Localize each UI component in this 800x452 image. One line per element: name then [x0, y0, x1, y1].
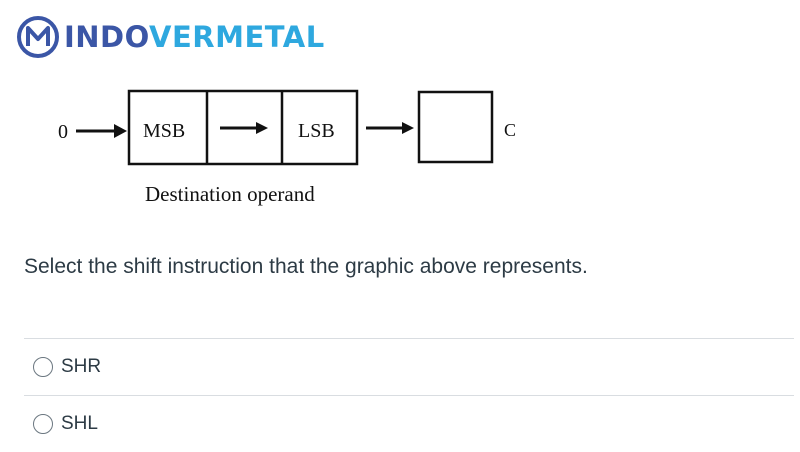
- brand-logo: INDOVERMETAL: [16, 14, 325, 60]
- answer-label: SHR: [61, 356, 102, 377]
- shift-diagram: 0 MSB LSB C Destination operand: [58, 89, 516, 206]
- brand-name: INDOVERMETAL: [64, 14, 325, 60]
- carry-flag-box: [417, 90, 494, 164]
- radio-button-icon[interactable]: [33, 414, 53, 434]
- answer-label: SHL: [61, 413, 98, 434]
- diagram-caption: Destination operand: [145, 182, 315, 206]
- brand-name-part-b: VERMETAL: [149, 20, 325, 54]
- answer-option-shr[interactable]: SHR: [24, 338, 794, 395]
- answer-option-shl[interactable]: SHL: [24, 395, 794, 452]
- msb-label: MSB: [143, 120, 185, 142]
- input-arrow: [76, 124, 127, 138]
- internal-shift-arrow: [220, 122, 268, 134]
- question-text: Select the shift instruction that the gr…: [24, 255, 588, 278]
- carry-flag-label: C: [504, 120, 516, 140]
- input-zero-label: 0: [58, 121, 68, 143]
- lsb-label: LSB: [298, 120, 335, 142]
- radio-button-icon[interactable]: [33, 357, 53, 377]
- carry-out-arrow: [366, 122, 414, 134]
- answer-list: SHR SHL: [24, 338, 794, 452]
- brand-name-part-a: INDO: [64, 20, 150, 54]
- logo-m-icon: [17, 16, 59, 58]
